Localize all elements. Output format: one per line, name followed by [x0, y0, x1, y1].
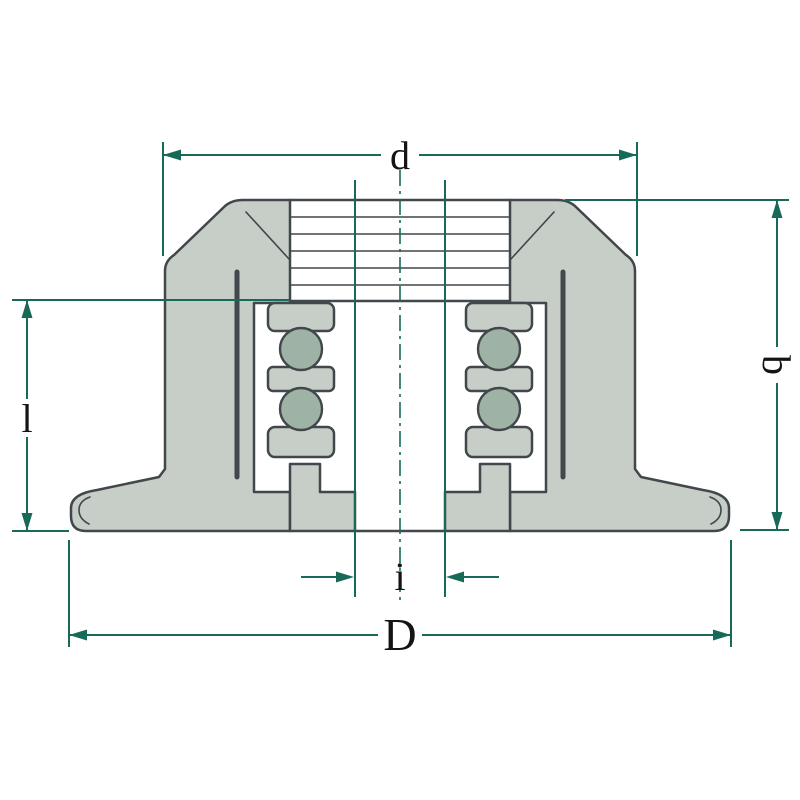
housing-left-half: [69, 198, 357, 533]
dimension-b-arrow-top: [771, 200, 783, 218]
dimension-i-arrow-left: [336, 571, 354, 583]
bearing-ball-lower: [278, 386, 324, 432]
dimension-d-arrow-right: [619, 149, 637, 161]
dimension-l-label: l: [21, 396, 32, 441]
wedge-bend-line: [245, 211, 290, 260]
dimension-i: i: [301, 180, 499, 599]
dimension-l-arrow-top: [21, 300, 33, 318]
dimension-i-arrow-right: [446, 571, 464, 583]
dimension-l-arrow-bottom: [21, 513, 33, 531]
dimension-b-label: b: [754, 355, 799, 375]
bearing-race-bottom: [266, 425, 336, 459]
bearing-outer-race-top: [266, 301, 336, 333]
dimension-D: D: [68, 540, 732, 660]
hub-block: [288, 462, 357, 533]
dimension-d-label: d: [390, 133, 410, 178]
dimension-d-arrow-left: [163, 149, 181, 161]
dimension-i-label: i: [394, 554, 405, 599]
dimension-b-arrow-bottom: [771, 512, 783, 530]
bearing-ball-upper: [278, 326, 324, 372]
foot-curl-detail: [78, 496, 91, 525]
dimension-D-arrow-right: [713, 629, 731, 641]
dimension-b: b: [565, 199, 799, 531]
housing-right-half: [445, 200, 729, 531]
housing-body: [69, 198, 292, 533]
dimension-l: l: [12, 299, 290, 532]
dimension-D-arrow-left: [69, 629, 87, 641]
dimension-D-label: D: [383, 609, 416, 660]
